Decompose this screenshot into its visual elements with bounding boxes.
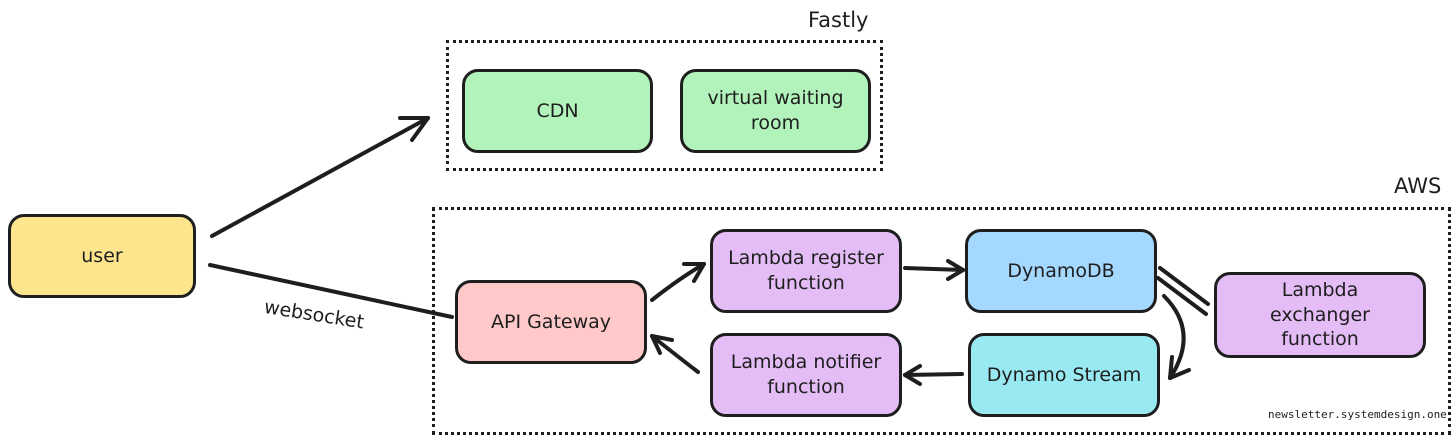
user-node-label: user	[81, 244, 123, 267]
arrow-user-to-fastly	[210, 116, 430, 238]
fastly-group	[446, 40, 883, 171]
api-gateway-node-label: API Gateway	[490, 310, 612, 333]
websocket-label: websocket	[262, 296, 366, 334]
dynamodb-node: DynamoDB	[965, 229, 1157, 313]
user-node: user	[8, 214, 196, 298]
dynamodb-node-label: DynamoDB	[1007, 259, 1115, 282]
aws-group-label: AWS	[1394, 174, 1442, 198]
fastly-group-label: Fastly	[808, 8, 869, 32]
lambda-notifier-function-node: Lambda notifier function	[710, 333, 902, 417]
aws-group	[432, 207, 1451, 435]
lambda-exchanger-function-node: Lambda exchanger function	[1214, 272, 1426, 358]
virtual-waiting-room-node-label: virtual waiting room	[707, 87, 844, 134]
lambda-register-function-node: Lambda register function	[710, 229, 902, 313]
dynamo-stream-node: Dynamo Stream	[968, 333, 1160, 417]
lambda-register-function-node-label: Lambda register function	[728, 247, 884, 294]
cdn-node-label: CDN	[536, 99, 579, 122]
dynamo-stream-node-label: Dynamo Stream	[986, 363, 1142, 386]
watermark: newsletter.systemdesign.one	[1268, 408, 1447, 421]
lambda-notifier-function-node-label: Lambda notifier function	[730, 351, 882, 398]
virtual-waiting-room-node: virtual waiting room	[680, 69, 871, 153]
cdn-node: CDN	[462, 69, 653, 153]
api-gateway-node: API Gateway	[455, 280, 647, 364]
lambda-exchanger-function-node-label: Lambda exchanger function	[1269, 278, 1370, 351]
